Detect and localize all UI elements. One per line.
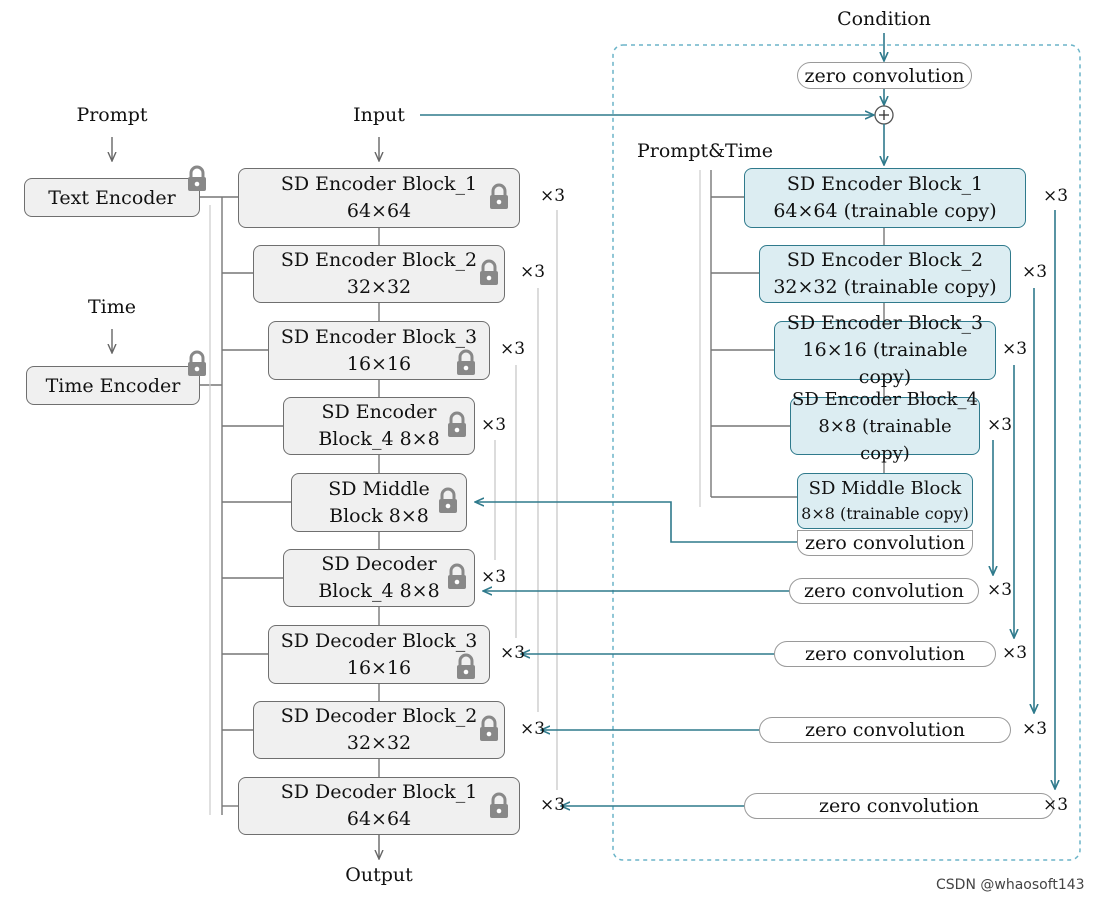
trainable-middle-block: SD Middle Block 8×8 (trainable copy) [797, 473, 973, 529]
block-size: 64×64 [346, 808, 412, 830]
lock-icon [188, 165, 206, 191]
input-label: Input [353, 104, 405, 126]
block-size: 32×32 (trainable copy) [773, 276, 997, 298]
block-size: 64×64 [346, 200, 412, 222]
trainable-encoder-block-3: SD Encoder Block_3 16×16 (trainable copy… [774, 312, 996, 388]
block-size: 32×32 [346, 276, 412, 298]
lock-icon [439, 487, 457, 513]
block-size: 64×64 (trainable copy) [773, 200, 997, 222]
locked-encoder-block-2: SD Encoder Block_2 32×32 [253, 245, 505, 303]
prompt-time-label: Prompt&Time [637, 140, 774, 162]
locked-decoder-block-4: SD Decoder Block_4 8×8 [283, 549, 475, 607]
zero-convolution-4: zero convolution [789, 578, 979, 604]
block-title: SD Encoder Block_2 [280, 249, 478, 271]
locked-encoder-block-4: SD Encoder Block_4 8×8 [283, 397, 475, 455]
condition-label: Condition [837, 8, 931, 30]
repeat-label: ×3 [500, 339, 526, 359]
block-size: 16×16 [346, 656, 412, 679]
block-title: SD Decoder Block_3 [280, 629, 478, 652]
block-size: 16×16 [346, 352, 412, 375]
repeat-label: ×3 [1022, 262, 1048, 282]
repeat-label: ×3 [540, 186, 566, 206]
block-title: SD Encoder Block_1 [280, 173, 478, 195]
repeat-label: ×3 [1002, 339, 1028, 359]
lock-icon [188, 350, 206, 376]
trainable-encoder-block-4: SD Encoder Block_4 8×8 (trainable copy) [790, 389, 980, 464]
block-title: SD Encoder Block_3 [280, 325, 478, 348]
block-title: SD Encoder Block_4 [792, 388, 978, 410]
block-title: SD Decoder Block_1 [280, 781, 478, 803]
locked-decoder-block-2: SD Decoder Block_2 32×32 [253, 701, 505, 759]
lock-icon [490, 792, 508, 818]
block-size: Block_4 8×8 [318, 580, 440, 602]
zero-convolution-condition: zero convolution [797, 62, 972, 89]
block-size: 16×16 (trainable copy) [802, 339, 968, 388]
block-size: 8×8 (trainable copy) [801, 504, 969, 523]
repeat-label: ×3 [520, 719, 546, 739]
zero-convolution-3: zero convolution [774, 641, 996, 667]
prompt-label: Prompt [76, 104, 148, 126]
lock-icon [457, 653, 475, 679]
trainable-encoder-block-1: SD Encoder Block_1 64×64 (trainable copy… [744, 168, 1026, 228]
block-title: SD Encoder [321, 401, 437, 423]
lock-icon [457, 349, 475, 375]
locked-decoder-block-1: SD Decoder Block_1 64×64 [238, 777, 520, 835]
block-size: 32×32 [346, 732, 412, 754]
block-title: SD Encoder Block_2 [786, 249, 984, 271]
lock-icon [490, 183, 508, 209]
lock-icon [480, 715, 498, 741]
repeat-label: ×3 [1022, 719, 1048, 739]
time-encoder: Time Encoder [26, 366, 200, 405]
block-size: 8×8 (trainable copy) [818, 415, 952, 464]
lock-icon [448, 411, 466, 437]
zero-convolution-1: zero convolution [744, 793, 1054, 819]
output-label: Output [345, 864, 413, 886]
repeat-label: ×3 [500, 643, 526, 663]
repeat-label: ×3 [987, 415, 1013, 435]
repeat-label: ×3 [520, 262, 546, 282]
locked-encoder-block-3: SD Encoder Block_3 16×16 [268, 321, 490, 380]
locked-encoder-block-1: SD Encoder Block_1 64×64 [238, 168, 520, 228]
lock-icon [448, 563, 466, 589]
repeat-label: ×3 [540, 795, 566, 815]
repeat-label: ×3 [481, 567, 507, 587]
repeat-label: ×3 [987, 580, 1013, 600]
controlnet-container [612, 44, 1081, 861]
middle-zero-to-locked [476, 502, 797, 543]
lock-icon [480, 259, 498, 285]
text-encoder: Text Encoder [24, 178, 200, 217]
repeat-label: ×3 [1043, 795, 1069, 815]
repeat-label: ×3 [1043, 186, 1069, 206]
locked-middle-block: SD Middle Block 8×8 [291, 473, 467, 532]
watermark: CSDN @whaosoft143 [936, 877, 1085, 893]
zero-convolution-2: zero convolution [759, 717, 1011, 743]
block-title: SD Encoder Block_3 [786, 312, 984, 334]
block-title: SD Encoder Block_1 [786, 173, 984, 195]
block-title: SD Middle [328, 477, 430, 500]
repeat-label: ×3 [1002, 643, 1028, 663]
block-title: SD Middle Block [808, 478, 962, 499]
time-label: Time [87, 296, 137, 318]
block-size: Block 8×8 [329, 504, 429, 527]
trainable-encoder-block-2: SD Encoder Block_2 32×32 (trainable copy… [759, 245, 1011, 303]
block-title: SD Decoder [321, 553, 437, 575]
zero-convolution-middle: zero convolution [797, 530, 973, 556]
block-size: Block_4 8×8 [318, 428, 440, 450]
repeat-label: ×3 [481, 415, 507, 435]
block-title: SD Decoder Block_2 [280, 705, 478, 727]
locked-decoder-block-3: SD Decoder Block_3 16×16 [268, 625, 490, 684]
